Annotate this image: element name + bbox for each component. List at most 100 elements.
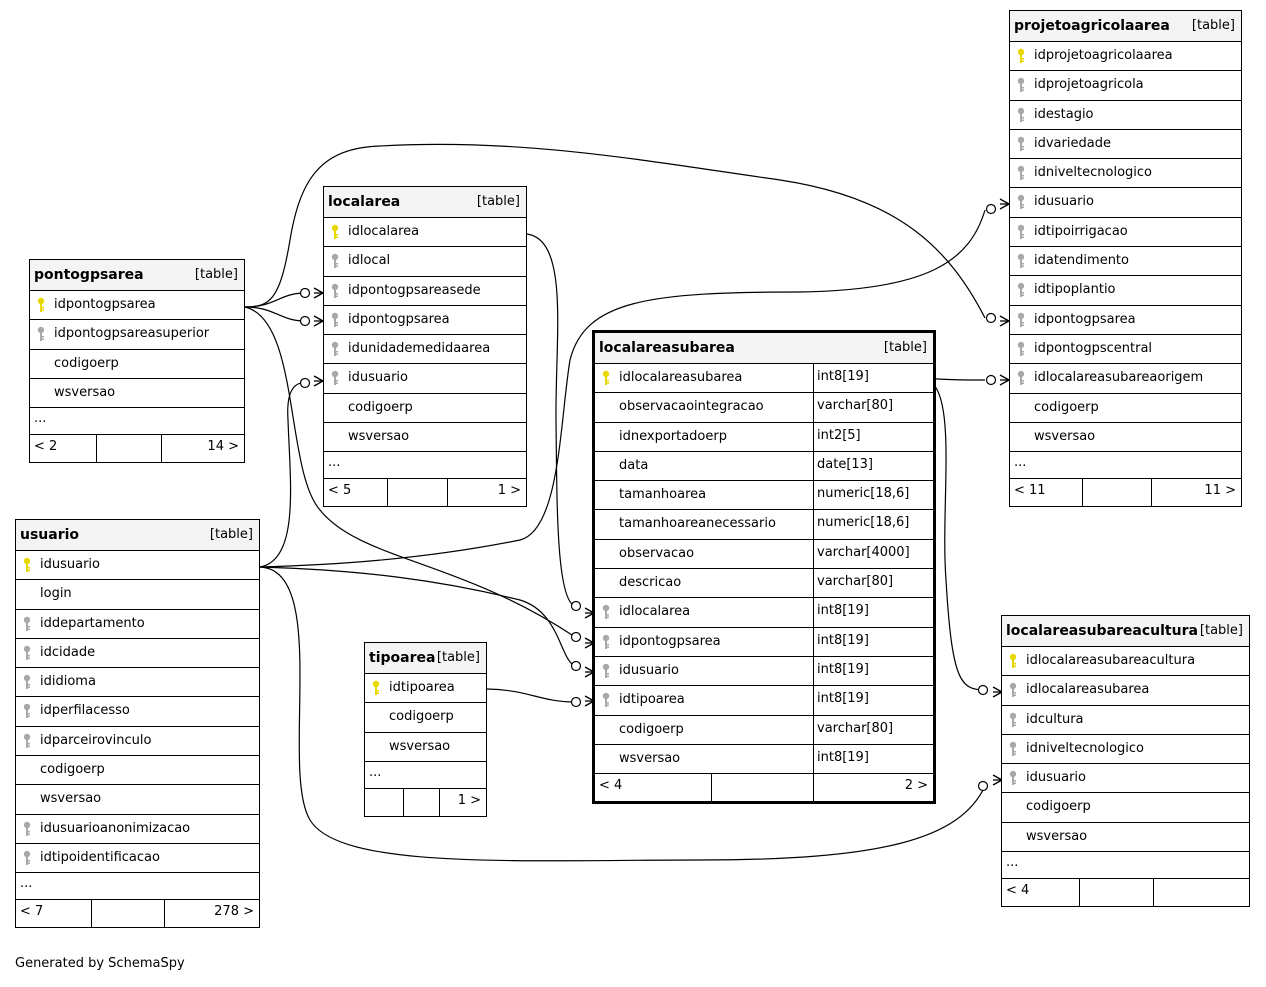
parents-count[interactable]: < 4 [599,778,623,794]
column-row[interactable]: idparceirovinculo [16,727,259,757]
column-row[interactable]: idpontogpsareasede [324,277,526,306]
link-pontogpsarea-to-localarea-area [244,306,306,322]
parents-count[interactable]: < 5 [328,483,352,499]
column-row[interactable]: iddepartamento [16,610,259,639]
column-row[interactable]: idprojetoagricola [1010,71,1241,101]
column-row[interactable]: idpontogpscentral [1010,335,1241,365]
column-row[interactable]: idpontogpsarea [324,306,526,336]
column-row[interactable]: idprojetoagricolaarea [1010,42,1241,72]
relationship-counts: < 5 1 > [324,479,526,507]
foreign-key-icon [602,634,610,649]
column-row[interactable]: idestagio [1010,101,1241,130]
parents-count[interactable]: < 2 [34,439,58,455]
column-row[interactable]: idlocalareasubarea [1002,676,1249,706]
column-row[interactable]: codigoerp [324,394,526,424]
column-row[interactable]: idperfilacesso [16,697,259,727]
children-count[interactable]: 278 > [214,904,254,920]
foreign-key-icon [1017,195,1025,210]
column-row[interactable]: idusuario [324,364,526,394]
table-projetoagricolaarea[interactable]: projetoagricolaarea[table]idprojetoagric… [1009,10,1242,508]
column-row[interactable]: login [16,580,259,610]
column-row[interactable]: idpontogpsareasuperior [30,320,244,350]
column-row[interactable]: idvariedade [1010,130,1241,160]
column-row[interactable]: idtipoidentificacao [16,844,259,874]
children-count[interactable]: 1 > [457,792,481,808]
column-type: int8[19] [813,656,933,686]
column-type: date[13] [813,451,933,481]
column-row[interactable]: idlocalarea [324,218,526,248]
children-count[interactable]: 11 > [1204,483,1236,499]
relationship-counts: 1 > [365,788,486,816]
column-row[interactable]: idusuario [16,551,259,581]
column-row[interactable]: ididioma [16,668,259,698]
foreign-key-icon [23,704,31,719]
column-row[interactable]: codigoerp [1002,793,1249,823]
column-row[interactable]: idusuarioanonimizacao [16,815,259,844]
children-count[interactable]: 2 > [904,778,928,794]
column-row[interactable]: idpontogpsarea [1010,306,1241,335]
column-row[interactable]: idniveltecnologico [1010,159,1241,189]
parents-count[interactable]: < 4 [1006,883,1030,899]
column-row[interactable]: idatendimento [1010,247,1241,277]
children-count[interactable]: 14 > [207,439,239,455]
foreign-key-icon [1017,224,1025,239]
column-name: codigoerp [40,762,105,778]
children-count[interactable]: 1 > [497,483,521,499]
column-row[interactable]: idtipoplantio [1010,276,1241,306]
footer-divider [1151,479,1152,507]
relationship-counts: < 11 11 > [1010,479,1241,507]
column-type: int8[19] [813,627,933,656]
column-name: idusuario [1034,194,1094,210]
column-row[interactable]: idusuario [1002,764,1249,794]
column-type: varchar[80] [813,569,933,598]
column-name: idniveltecnologico [1034,165,1152,181]
column-row[interactable]: idlocal [324,247,526,277]
table-localareasubarea[interactable]: localareasubarea[table]idlocalareasubare… [592,330,936,805]
column-row[interactable]: idusuario [1010,188,1241,218]
parents-count[interactable]: < 11 [1014,483,1046,499]
column-row[interactable]: idniveltecnologico [1002,735,1249,765]
column-name: wsversao [1034,428,1096,444]
column-row[interactable]: codigoerp [30,350,244,379]
column-row[interactable]: idtipoirrigacao [1010,218,1241,248]
table-localareasubareacultura[interactable]: localareasubareacultura[table]idlocalare… [1001,615,1250,908]
column-row[interactable]: wsversao [16,785,259,815]
column-row[interactable]: wsversao [1010,423,1241,453]
column-row[interactable]: codigoerp [16,756,259,786]
table-tag: [table] [436,650,480,665]
parents-count[interactable]: < 7 [20,904,44,920]
column-row[interactable]: wsversao [1002,823,1249,853]
column-row[interactable]: codigoerp [1010,394,1241,423]
column-row[interactable]: idcultura [1002,706,1249,735]
column-type: varchar[80] [813,715,933,744]
column-row[interactable]: wsversao [30,379,244,409]
column-row[interactable]: wsversao [324,423,526,453]
column-row[interactable]: idtipoarea [365,674,486,704]
column-row[interactable]: idlocalareasubareaorigem [1010,364,1241,394]
column-row[interactable]: idlocalareasubareacultura [1002,647,1249,677]
column-row[interactable]: idunidademedidaarea [324,335,526,365]
column-row[interactable]: wsversao [365,733,486,762]
column-row[interactable]: idcidade [16,639,259,669]
column-row[interactable]: idpontogpsarea [30,291,244,321]
column-name: idtipoirrigacao [1034,223,1128,239]
column-row[interactable]: codigoerp [365,703,486,733]
